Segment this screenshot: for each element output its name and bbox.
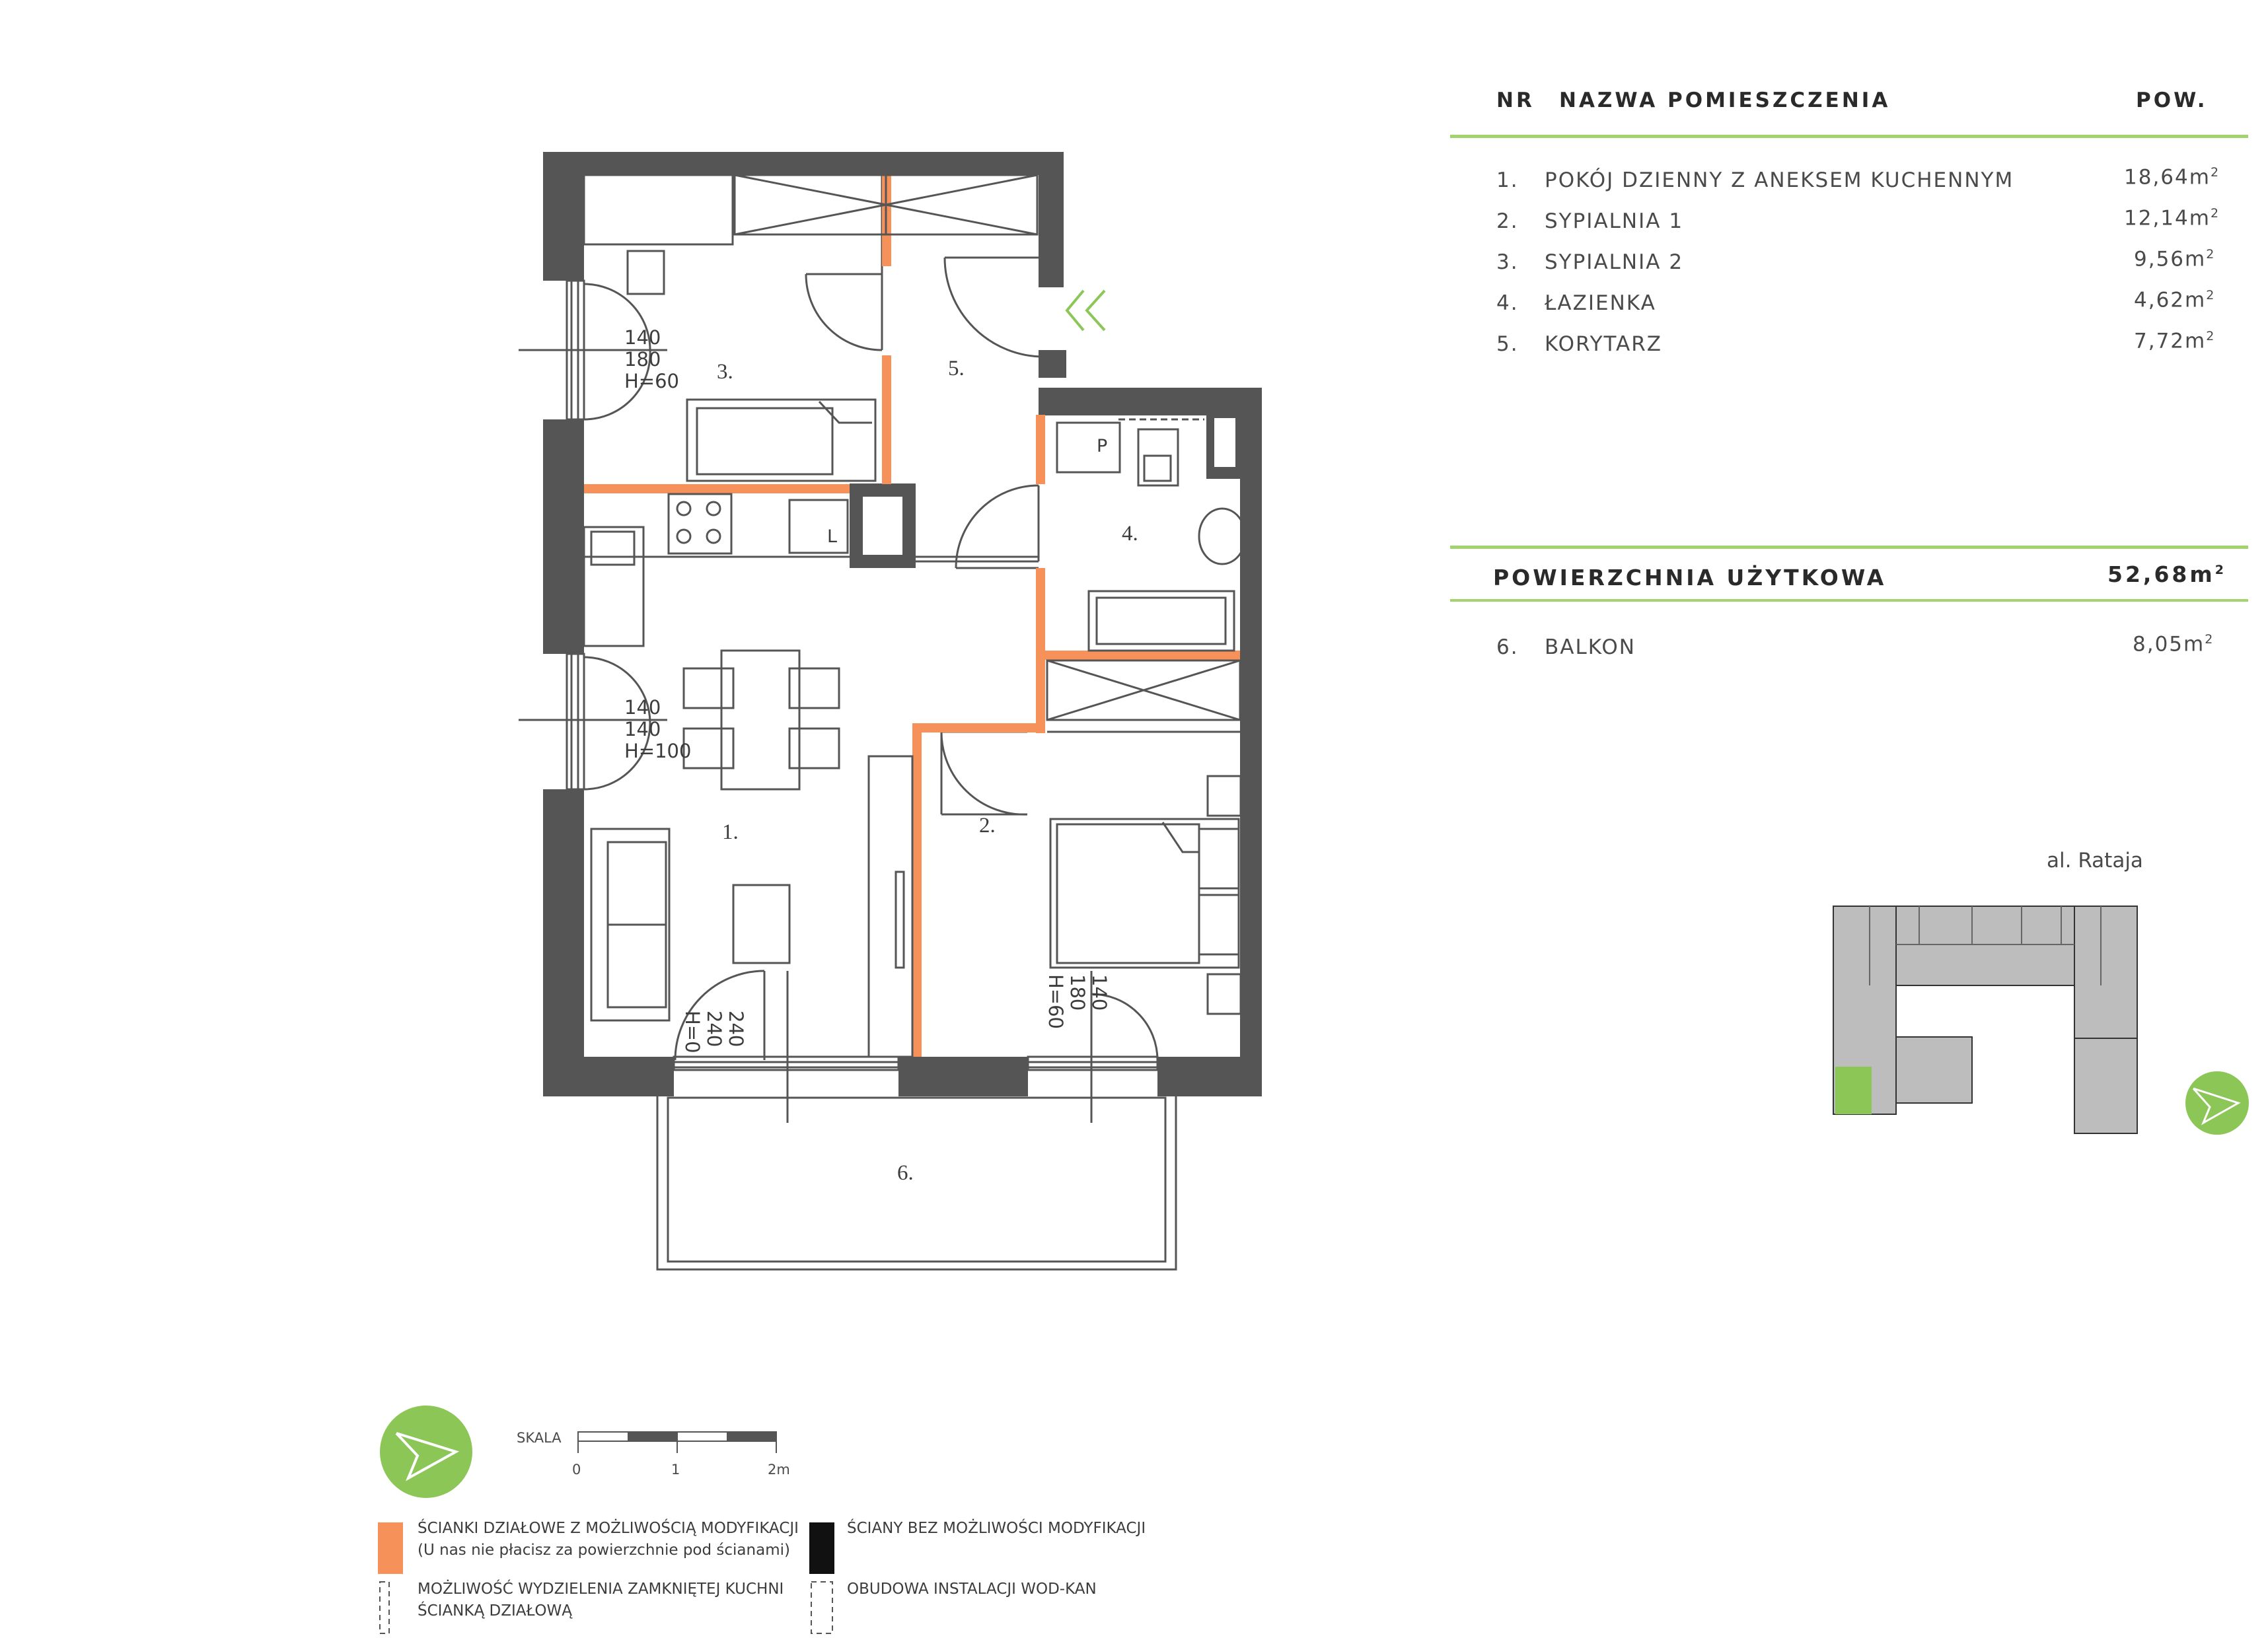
legend-swatch-kitchen [379, 1581, 390, 1634]
window-sill: H=100 [624, 740, 692, 762]
total-value: 52,68m2 [2107, 561, 2226, 587]
area-unit-exp: 2 [2206, 247, 2216, 262]
balcony [656, 1088, 1177, 1271]
street-label: al. Rataja [2047, 849, 2143, 872]
room-area: 18,64m2 [2124, 165, 2220, 189]
legend-kitchen: MOŻLIWOŚĆ WYDZIELENIA ZAMKNIĘTEJ KUCHNI … [418, 1579, 784, 1622]
room-nr: 4. [1496, 291, 1519, 315]
room-nr: 2. [1496, 209, 1519, 233]
area-unit-exp: 2 [2210, 206, 2220, 221]
header-nr: NR [1496, 89, 1535, 112]
compass-icon-keyplan [2185, 1071, 2249, 1135]
key-plan-highlight [1835, 1067, 1872, 1114]
balcony-area: 8,05m2 [2133, 632, 2214, 656]
window-sill: H=0 [681, 1011, 704, 1053]
room-name: SYPIALNIA 1 [1545, 209, 1684, 233]
balcony-name: BALKON [1545, 635, 1636, 659]
scale-label: SKALA [517, 1430, 562, 1446]
balcony-area-value: 8,05m [2133, 632, 2205, 657]
entrance-arrow [1065, 289, 1106, 332]
window-width: 240 [725, 1011, 747, 1048]
window-width: 140 [624, 326, 661, 349]
total-value-number: 52,68m [2107, 561, 2215, 587]
legend-modifiable-line1: ŚCIANKI DZIAŁOWE Z MOŻLIWOŚCIĄ MODYFIKAC… [418, 1520, 799, 1537]
room-name: SYPIALNIA 2 [1545, 250, 1684, 274]
window-label-balcony-door: 240 240 H=0 [681, 1011, 747, 1053]
legend-installation: OBUDOWA INSTALACJI WOD-KAN [847, 1581, 1097, 1598]
room-nr: 5. [1496, 332, 1519, 356]
header-name: NAZWA POMIESZCZENIA [1559, 89, 1891, 112]
compass-icon [380, 1406, 472, 1498]
window-height: 240 [703, 1011, 725, 1048]
scale-tick-2: 2m [768, 1462, 790, 1478]
window-label-bedroom1: 140 180 H=60 [1044, 974, 1111, 1030]
room-area-value: 7,72m [2134, 329, 2207, 353]
room-area: 12,14m2 [2124, 206, 2220, 230]
legend-fixed: ŚCIANY BEZ MOŻLIWOŚCI MODYFIKACJI [847, 1520, 1146, 1537]
window-height: 140 [624, 718, 661, 740]
key-plan-grid [1869, 906, 2102, 985]
washer-label: P [1097, 436, 1108, 456]
window-height: 180 [1066, 974, 1089, 1011]
legend-modifiable-line2: (U nas nie płacisz za powierzchnie pod ś… [418, 1542, 790, 1559]
legend-swatch-fixed [809, 1522, 834, 1574]
room-name: POKÓJ DZIENNY Z ANEKSEM KUCHENNYM [1545, 168, 2014, 192]
total-label: POWIERZCHNIA UŻYTKOWA [1493, 565, 1887, 590]
area-unit-exp: 2 [2205, 632, 2214, 647]
area-unit-exp: 2 [2206, 329, 2216, 343]
legend-kitchen-line1: MOŻLIWOŚĆ WYDZIELENIA ZAMKNIĘTEJ KUCHNI [418, 1581, 784, 1598]
room-label-6: 6. [897, 1161, 914, 1185]
header-divider [1450, 135, 2248, 138]
room-nr: 3. [1496, 250, 1519, 274]
window-label-bedroom2: 140 180 H=60 [624, 327, 679, 392]
room-name: KORYTARZ [1545, 332, 1663, 356]
furniture [583, 250, 1247, 1058]
total-divider-top [1450, 546, 2248, 549]
legend-swatch-modifiable [378, 1522, 403, 1574]
window-height: 180 [624, 348, 661, 371]
key-plan [1833, 906, 2138, 1134]
modifiable-walls [584, 175, 1240, 1057]
window-width: 140 [624, 696, 661, 719]
room-area: 4,62m2 [2134, 288, 2215, 312]
room-label-1: 1. [722, 820, 739, 844]
window-sill: H=60 [1044, 974, 1067, 1030]
room-area-value: 12,14m [2124, 206, 2211, 231]
area-unit-exp: 2 [2206, 288, 2216, 303]
scale-bar [577, 1431, 777, 1453]
room-label-3: 3. [717, 360, 733, 384]
window-frames [519, 279, 1159, 1123]
balcony-nr: 6. [1496, 635, 1519, 659]
room-name: ŁAZIENKA [1545, 291, 1656, 315]
room-area: 7,72m2 [2134, 329, 2215, 353]
legend-modifiable: ŚCIANKI DZIAŁOWE Z MOŻLIWOŚCIĄ MODYFIKAC… [418, 1518, 799, 1561]
room-area-value: 4,62m [2134, 288, 2207, 312]
window-sill: H=60 [624, 370, 680, 392]
wardrobes [583, 174, 1241, 721]
scale-tick-0: 0 [572, 1462, 581, 1478]
legend-kitchen-line2: ŚCIANKĄ DZIAŁOWĄ [418, 1602, 572, 1620]
window-width: 140 [1088, 974, 1111, 1011]
room-area: 9,56m2 [2134, 247, 2215, 271]
total-divider-bottom [1450, 599, 2248, 602]
area-unit-exp: 2 [2210, 165, 2220, 180]
window-label-living-side: 140 140 H=100 [624, 697, 691, 762]
room-label-5: 5. [948, 357, 965, 380]
header-area: POW. [2136, 89, 2208, 112]
room-nr: 1. [1496, 168, 1519, 192]
room-area-value: 9,56m [2134, 247, 2207, 271]
room-label-4: 4. [1122, 522, 1138, 546]
room-label-2: 2. [979, 814, 996, 837]
area-unit-exp: 2 [2214, 563, 2227, 577]
legend-swatch-installation [811, 1581, 833, 1634]
fridge-label: L [827, 526, 838, 547]
scale-tick-1: 1 [671, 1462, 680, 1478]
room-area-value: 18,64m [2124, 165, 2211, 190]
